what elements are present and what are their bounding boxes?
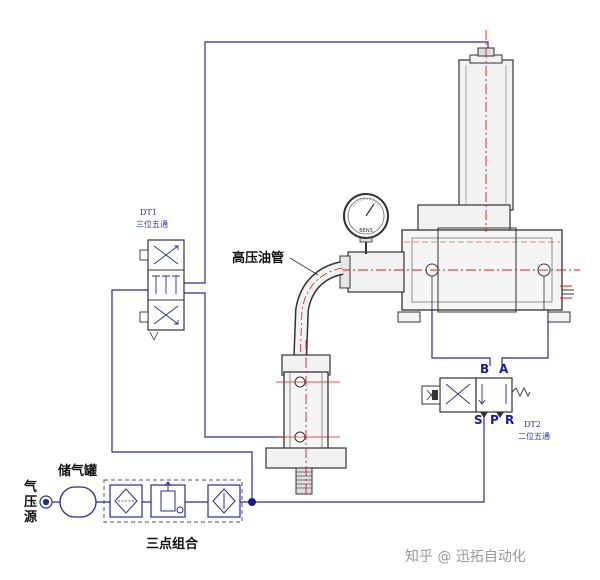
air-source-symbol [39, 495, 53, 509]
high-pressure-oil-pipe [293, 261, 344, 363]
valve-dt1 [139, 239, 185, 341]
main-cylinder [339, 30, 580, 323]
pressure-gauge: BENS [343, 193, 389, 254]
line-dt2-a [501, 300, 549, 366]
port-a-label: A [499, 362, 509, 376]
line-junction [248, 498, 256, 506]
valve-dt2 [421, 377, 531, 418]
booster-cylinder [265, 340, 347, 496]
line-main-supply [52, 412, 485, 503]
triple-unit-label: 三点组合 [146, 537, 199, 552]
dt1-desc-label: 三位五通 [136, 220, 168, 229]
air-source-char-3: 源 [24, 510, 38, 525]
port-r-label: R [505, 413, 515, 427]
air-source-label: 气 压 源 [24, 480, 37, 525]
oil-pipe-label: 高压油管 [232, 251, 285, 266]
port-p-label: P [490, 413, 499, 427]
line-dt1-to-top [183, 41, 489, 284]
oil-pipe-leader [289, 257, 319, 276]
watermark: 知乎 @ 迅拓自动化 [405, 549, 526, 565]
port-s-label: S [474, 413, 483, 427]
air-tank-label: 储气罐 [58, 464, 98, 479]
air-tank-symbol [59, 486, 97, 518]
air-source-char-2: 压 [24, 495, 38, 510]
port-b-label: B [480, 362, 490, 376]
air-lines [52, 41, 549, 503]
line-dt2-b [431, 300, 491, 366]
dt1-code-label: DT1 [140, 208, 157, 217]
air-source-char-1: 气 [24, 480, 38, 495]
gauge-brand-text: BENS [359, 228, 373, 234]
triple-unit [103, 479, 243, 523]
line-dt1-to-booster [183, 292, 290, 438]
dt2-code-label: DT2 [524, 420, 541, 429]
dt2-desc-label: 二位五通 [518, 432, 550, 441]
line-dt1-supply [111, 289, 253, 502]
